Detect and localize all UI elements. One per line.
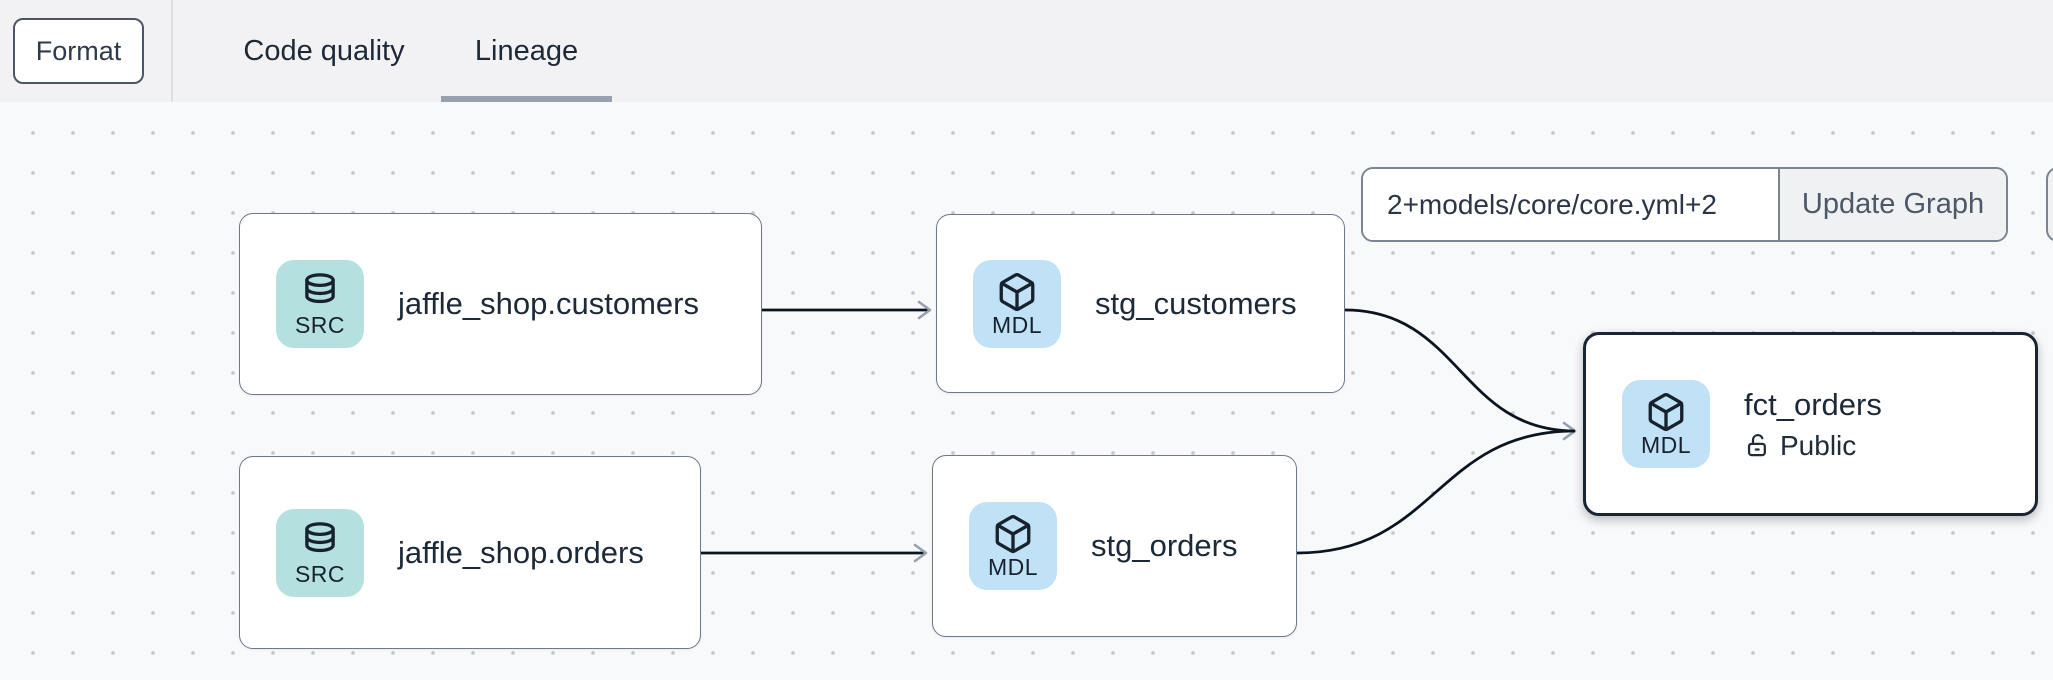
update-graph-button[interactable]: Update Graph: [1778, 169, 2006, 240]
active-tab-underline: [441, 96, 612, 102]
node-access: Public: [1744, 430, 1882, 462]
graph-node-src_customers[interactable]: SRC jaffle_shop.customers: [239, 213, 762, 395]
toolbar-divider: [171, 0, 173, 102]
node-type-badge: SRC: [276, 508, 364, 597]
node-label: jaffle_shop.customers: [398, 286, 699, 321]
tab-lineage[interactable]: Lineage: [441, 0, 612, 102]
node-badge-label: SRC: [294, 560, 346, 587]
lineage-selector-input[interactable]: [1363, 169, 1778, 240]
format-button[interactable]: Format: [13, 18, 144, 84]
tab-label: Code quality: [243, 34, 405, 67]
node-text: stg_orders: [1091, 528, 1237, 564]
node-label: jaffle_shop.orders: [398, 534, 644, 570]
top-toolbar: Format Code quality Lineage: [0, 0, 2053, 102]
node-type-badge: MDL: [969, 502, 1057, 590]
clipped-right-button[interactable]: [2046, 167, 2053, 242]
node-text: jaffle_shop.orders: [398, 535, 644, 571]
node-badge-label: MDL: [991, 311, 1043, 338]
node-text: jaffle_shop.customers: [398, 286, 699, 322]
cube-icon: [1645, 391, 1687, 433]
node-label: stg_customers: [1095, 285, 1297, 321]
graph-node-src_orders[interactable]: SRC jaffle_shop.orders: [239, 456, 701, 649]
node-type-badge: MDL: [1622, 380, 1710, 468]
lineage-selector-group: Update Graph: [1361, 167, 2008, 242]
cube-icon: [992, 513, 1034, 555]
graph-node-stg_customers[interactable]: MDL stg_customers: [936, 214, 1345, 393]
database-icon: [299, 271, 341, 313]
tab-code-quality[interactable]: Code quality: [231, 0, 417, 102]
node-text: stg_customers: [1095, 286, 1297, 322]
unlock-icon: [1744, 432, 1771, 459]
node-badge-label: SRC: [294, 312, 346, 338]
node-badge-label: MDL: [987, 554, 1039, 580]
tab-label: Lineage: [474, 34, 579, 67]
node-type-badge: MDL: [973, 259, 1061, 348]
node-badge-label: MDL: [1640, 432, 1692, 458]
node-label: stg_orders: [1091, 528, 1238, 563]
node-label: fct_orders: [1744, 386, 1882, 422]
graph-node-stg_orders[interactable]: MDL stg_orders: [932, 455, 1297, 637]
node-access-label: Public: [1780, 429, 1857, 461]
cube-icon: [996, 271, 1038, 313]
tab-bar: Code quality Lineage: [231, 0, 612, 102]
node-type-badge: SRC: [276, 260, 364, 348]
database-icon: [299, 520, 341, 562]
